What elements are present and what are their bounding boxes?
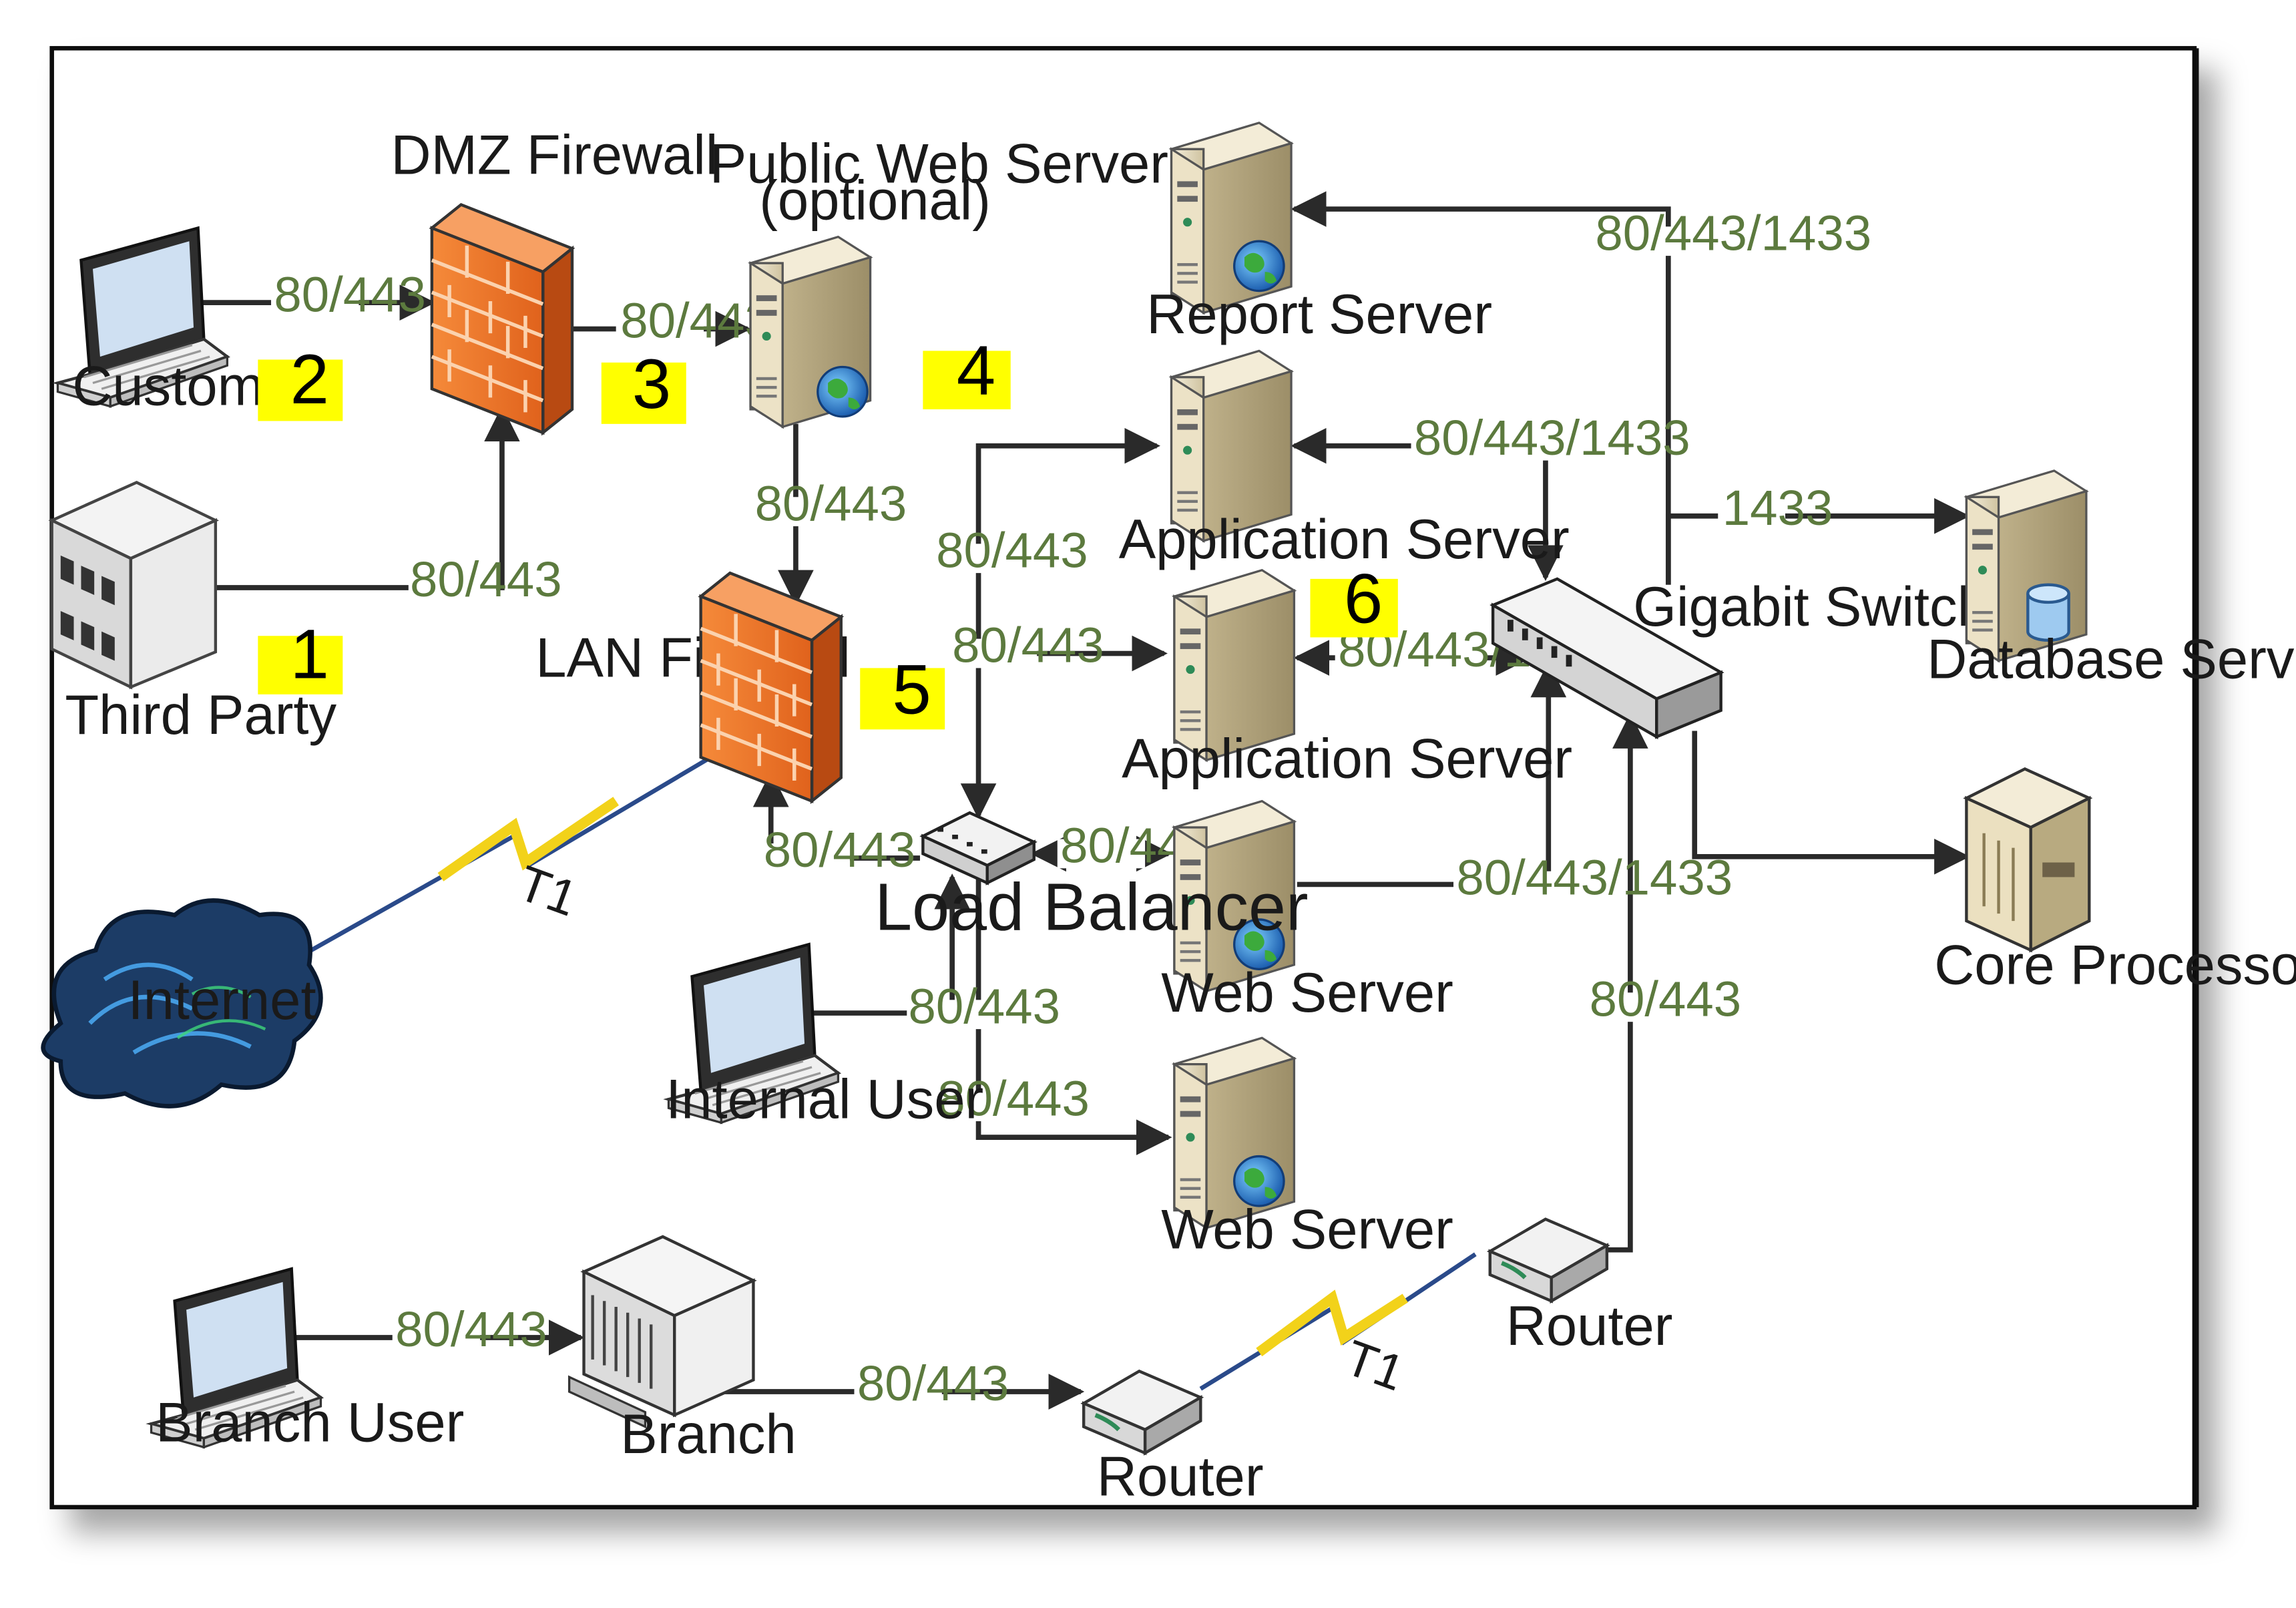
branch-building-icon [567,1235,757,1429]
svg-text:1: 1 [290,616,329,694]
dmz-firewall-label: DMZ Firewall [391,124,718,186]
port-lb-app2: 80/443 [952,618,1104,673]
badge-2: 2 [258,341,343,421]
app-server-1-label: Application Server [1119,508,1570,570]
svg-text:3: 3 [632,345,671,423]
port-web-switch: 80/443/1433 [1456,850,1733,906]
load-balancer-icon [919,811,1038,885]
branch-user-node[interactable]: Branch User [152,1269,465,1453]
port-branchuser-branch: 80/443 [395,1301,547,1357]
database-server-node[interactable]: Database Server [1927,469,2296,690]
third-party-node[interactable]: Third Party [48,480,337,746]
internal-user-node[interactable]: Internal User [666,944,983,1131]
port-labels: 80/443 80/443 80/443 80/443 80/443 80/44… [271,205,1871,1411]
firewall-icon [432,204,572,432]
public-web-server-note: (optional) [759,169,991,231]
internal-user-label: Internal User [666,1068,983,1131]
load-balancer-label: Load Balancer [875,869,1308,944]
application-server-1-node[interactable]: Application Server [1119,349,1570,570]
badge-3: 3 [601,345,686,424]
globe-icon [817,365,869,418]
database-server-label: Database Server [1927,628,2296,690]
port-switch-db: 1433 [1723,480,1833,536]
switch-icon [1489,577,1725,740]
port-lb-web2: 80/443 [937,1070,1090,1126]
link-lb-app1 [960,427,1160,819]
public-web-server-label: Public Web Server [710,133,1168,195]
branch-label: Branch [620,1403,796,1465]
web-server-1-node[interactable]: Web Server [1161,799,1453,1024]
port-dmz-public: 80/443 [620,293,772,349]
port-switch-report: 80/443/1433 [1595,205,1871,260]
port-lan-lb: 80/443 [764,822,916,877]
badge-6: 6 [1310,560,1398,638]
link-switch-core [1692,731,1970,875]
web-server-1-label: Web Server [1161,962,1453,1024]
gigabit-switch-node[interactable]: Gigabit Switch [1489,576,1988,740]
app-server-2-label: Application Server [1122,728,1572,790]
link-switch-report [1291,191,1671,585]
internet-node[interactable]: Internet [41,898,323,1109]
link-lb-web2 [975,877,1172,1155]
report-server-node[interactable]: Report Server [1146,122,1492,345]
badge-5: 5 [860,650,945,730]
svg-text:6: 6 [1344,560,1383,638]
public-web-server-node[interactable]: Public Web Server (optional) [710,133,1168,428]
building-icon [48,480,220,690]
gigabit-switch-label: Gigabit Switch [1633,576,1988,638]
port-customer-dmz: 80/443 [274,266,426,322]
core-processor-label: Core Processor [1934,934,2296,996]
database-icon [2026,583,2070,642]
svg-text:2: 2 [290,341,329,419]
web-server-2-node[interactable]: Web Server [1161,1036,1453,1260]
port-router-switch: 80/443 [1590,971,1742,1026]
firewall-icon [701,573,841,801]
router-1-label: Router [1097,1445,1264,1507]
core-processor-node[interactable]: Core Processor [1934,767,2296,996]
port-switch-app1: 80/443/1433 [1414,410,1690,465]
dmz-firewall-node[interactable]: DMZ Firewall [391,124,718,433]
port-branch-router: 80/443 [857,1356,1009,1411]
router-2-label: Router [1506,1295,1673,1357]
port-third-dmz: 80/443 [410,552,562,607]
router-2-node[interactable]: Router [1490,1219,1673,1357]
application-server-2-node[interactable]: Application Server [1122,569,1572,790]
internet-label: Internet [128,969,316,1031]
mainframe-icon [1963,767,2093,953]
badge-4: 4 [923,332,1011,410]
step-badges: 1 2 3 4 5 6 [258,332,1398,730]
port-internal-lb: 80/443 [908,978,1060,1034]
badge-1: 1 [258,616,343,694]
port-public-lan: 80/443 [755,475,907,531]
link-router-switch [1604,713,1648,1253]
lan-firewall-node[interactable]: LAN Firewall [535,573,851,801]
load-balancer-node[interactable]: Load Balancer [875,811,1308,944]
svg-text:5: 5 [892,650,931,729]
svg-text:4: 4 [957,332,995,410]
branch-user-label: Branch User [156,1391,464,1453]
link-third-party-dmz [215,405,520,590]
branch-node[interactable]: Branch [567,1235,796,1465]
web-server-2-label: Web Server [1161,1198,1453,1260]
port-lb-app1: 80/443 [936,522,1088,578]
router-1-node[interactable]: Router [1084,1371,1264,1507]
report-server-label: Report Server [1146,283,1492,345]
link-switch-db [1665,497,1970,585]
